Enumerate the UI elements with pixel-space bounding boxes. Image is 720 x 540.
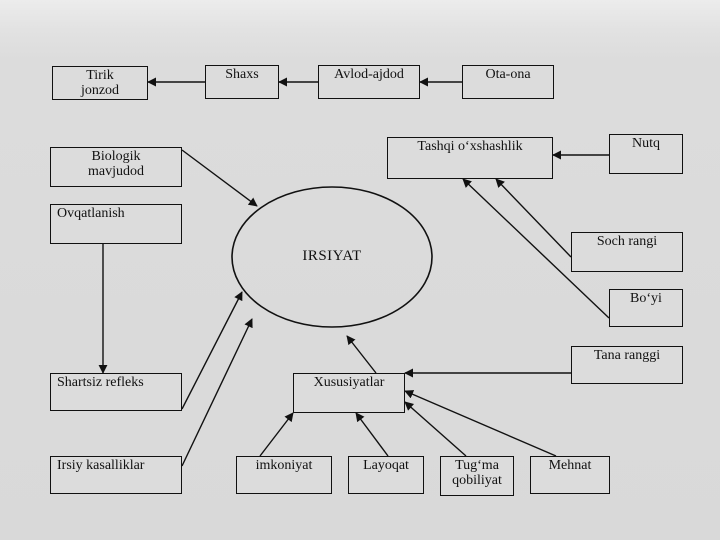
node-label-line: Tirik (86, 68, 114, 83)
node-tirik-jonzod: Tirik jonzod (52, 66, 148, 100)
node-label-line: Layoqat (363, 458, 409, 473)
node-label-line: Ota-ona (485, 67, 531, 82)
node-ota-ona: Ota-ona (462, 65, 554, 99)
arrow-biologik-to-irsiyat (181, 149, 258, 207)
node-label-line: jonzod (80, 83, 120, 98)
node-label-line: Shaxs (225, 67, 259, 82)
node-soch-rangi: Soch rangi (571, 232, 683, 272)
node-label-line: imkoniyat (255, 458, 313, 473)
node-shaxs: Shaxs (205, 65, 279, 99)
node-label-line: Biologik (91, 149, 141, 164)
node-layoqat: Layoqat (348, 456, 424, 494)
node-label-line: Avlod-ajdod (334, 67, 404, 82)
node-shartsiz-refleks: Shartsiz refleks (50, 373, 182, 411)
node-label-line: qobiliyat (452, 473, 502, 488)
arrow-refleks-to-irsiyat (181, 291, 243, 410)
node-label-line: Ovqatlanish (57, 206, 125, 221)
node-ovqatlanish: Ovqatlanish (50, 204, 182, 244)
node-irsiy-kasalliklar: Irsiy kasalliklar (50, 456, 182, 494)
node-label-line: Nutq (632, 136, 660, 151)
node-label-line: Mehnat (548, 458, 592, 473)
arrow-mehnat-to-xusus (404, 390, 557, 457)
node-mehnat: Mehnat (530, 456, 610, 494)
arrow-irsiy-to-irsiyat (181, 318, 253, 467)
node-avlod-ajdod: Avlod-ajdod (318, 65, 420, 99)
node-tashqi-oxshashlik: Tashqi o‘xshashlik (387, 137, 553, 179)
arrow-boyi-to-tashqi (462, 178, 610, 319)
node-nutq: Nutq (609, 134, 683, 174)
node-label-line: Tug‘ma (455, 458, 499, 473)
node-tugma-qobiliyat: Tug‘ma qobiliyat (440, 456, 514, 496)
node-label-line: mavjudod (88, 164, 144, 179)
irsiyat-ellipse (231, 186, 433, 328)
node-xususiyatlar: Xususiyatlar (293, 373, 405, 413)
arrow-tugma-to-xusus (404, 401, 467, 457)
node-biologik-mavjudod: Biologik mavjudod (50, 147, 182, 187)
arrow-xusus-to-irsiyat (346, 335, 377, 374)
node-label-line: Tana ranggi (593, 348, 661, 363)
node-label-line: Xususiyatlar (313, 375, 385, 390)
node-boyi: Bo‘yi (609, 289, 683, 327)
node-label-line: Soch rangi (596, 234, 658, 249)
node-label-line: Irsiy kasalliklar (57, 458, 145, 473)
node-label-line: Tashqi o‘xshashlik (417, 139, 523, 154)
arrow-imkoniyat-to-xusus (259, 412, 294, 457)
node-label-line: Bo‘yi (630, 291, 662, 306)
node-imkoniyat: imkoniyat (236, 456, 332, 494)
arrow-layoqat-to-xusus (355, 412, 389, 457)
node-tana-ranggi: Tana ranggi (571, 346, 683, 384)
node-label-line: Shartsiz refleks (57, 375, 144, 390)
irsiyat-label: IRSIYAT (302, 248, 362, 264)
arrow-soch-to-tashqi (495, 178, 572, 258)
